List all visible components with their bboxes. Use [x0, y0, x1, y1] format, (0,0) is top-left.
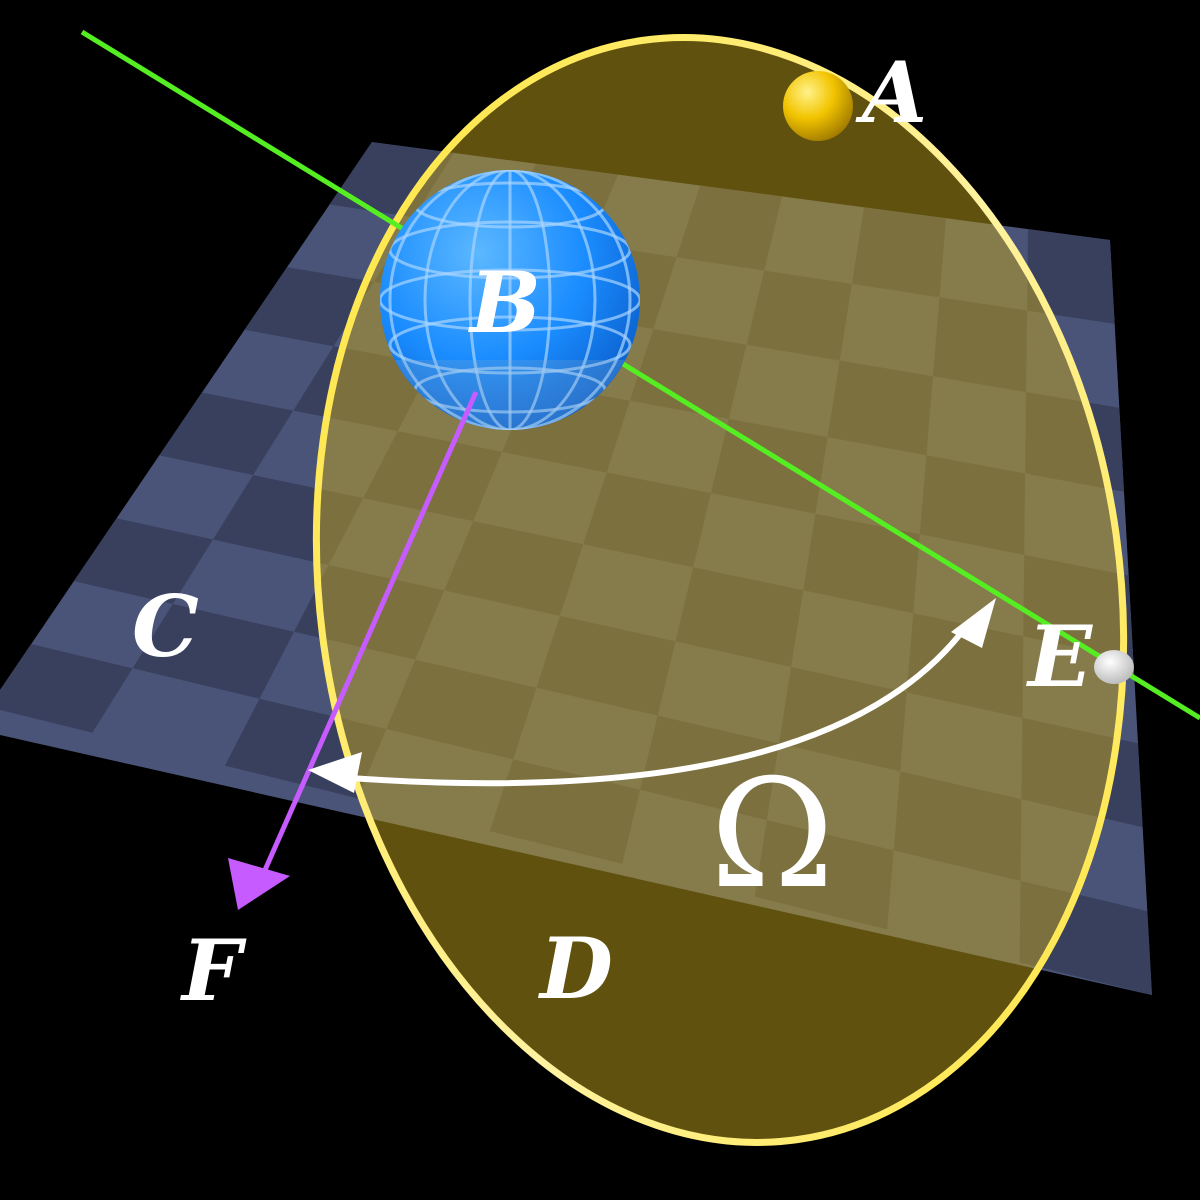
label-f: F: [180, 921, 247, 1020]
label-b: B: [468, 253, 541, 352]
sphere-icon: [783, 71, 853, 141]
curved-double-arrow-icon: [308, 598, 996, 793]
dot-icon: [1094, 650, 1134, 684]
reference-direction-arrow-icon: [228, 390, 479, 910]
plane-check-square: [132, 603, 294, 699]
label-c: C: [132, 577, 199, 676]
plane-check-square: [1027, 229, 1115, 324]
label-a: A: [855, 43, 927, 142]
globe-icon: [380, 170, 640, 430]
line-of-nodes: [80, 29, 1200, 721]
label-omega: Ω: [710, 748, 834, 922]
orbit-ring: [312, 34, 1128, 1146]
label-e: E: [1026, 607, 1093, 706]
label-d: D: [538, 919, 613, 1018]
